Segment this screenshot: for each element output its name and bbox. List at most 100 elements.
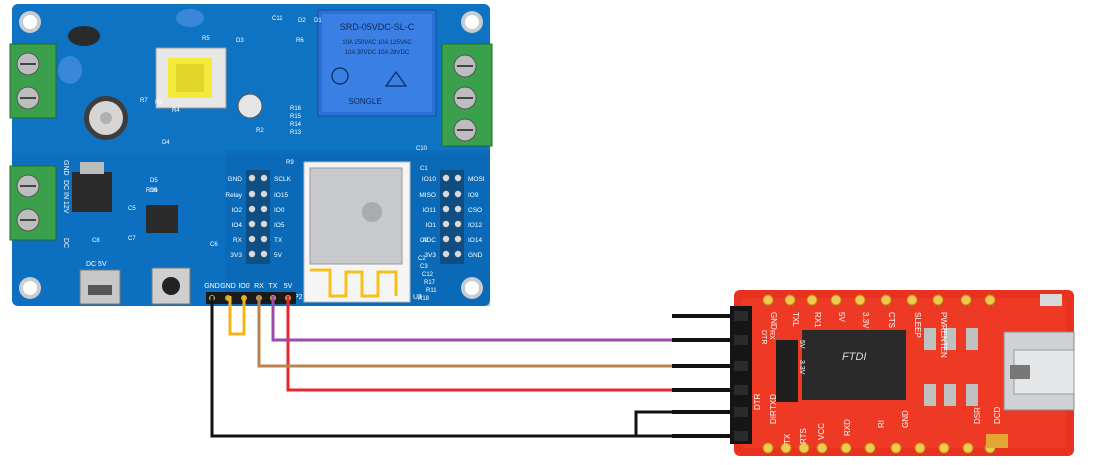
esp-right-pin-label: IO1 [426,222,437,229]
screw-terminal-relay-output [441,43,493,147]
header-pin [260,174,268,182]
relay-rating-2: 10A 30VDC 10A 28VDC [345,50,410,56]
esp-right-pin-label: IO12 [468,222,482,229]
header-pin [248,190,256,198]
component-ref: C9 [420,238,428,244]
component-ref: R13 [290,130,302,136]
ftdi-bottom-label: GND [901,410,910,428]
esp-bottom-pin-label: 5V [284,283,293,290]
ftdi-bottom-label: VCC [817,423,826,440]
ftdi-header-pin [734,385,748,395]
ftdi-pad [984,294,996,306]
relay-model: SRD-05VDC-SL-C [340,22,415,32]
component-ref: R15 [290,114,302,120]
ftdi-header-pins [730,306,752,444]
ftdi-pad [806,294,818,306]
ftdi-bottom-label: DTR [753,393,762,410]
ftdi-header-pin [734,311,748,321]
ftdi-pad [854,294,866,306]
relay-brand: SONGLE [348,97,381,106]
component-ref: D3 [236,38,244,44]
esp-right-pin-label: 3V3 [424,252,436,259]
ftdi-pad [864,442,876,454]
component-ref: D2 [298,18,306,24]
label-gnd-side: GND [62,160,69,176]
header-pin [248,250,256,258]
esp-left-pin-label: IO4 [232,222,243,229]
ftdi-bottom-label: RTS [799,428,808,444]
micro-usb-port [79,269,121,305]
ftdi-pad [784,294,796,306]
wire-5v [286,296,730,392]
ftdi-pad [840,442,852,454]
ftdi-top-label: TXL [791,312,800,327]
component-ref: C10 [416,146,428,152]
ftdi-top-label: RX1 [813,312,822,328]
esp-right-pin-label: MOSI [468,176,485,183]
esp-left-pin-label: 3V3 [230,252,242,259]
component-ref: R4 [172,108,180,114]
ftdi-pad [816,442,828,454]
wire-rx [257,296,730,368]
ftdi-top-label: 5V [837,312,846,322]
component-ref: R9 [286,160,294,166]
component-ref: R11 [426,288,437,294]
ftdi-header-pin [734,407,748,417]
esp-left-pin-label: Relay [225,192,242,199]
header-pin [248,220,256,228]
ftdi-pad [932,294,944,306]
header-pin [442,235,450,243]
esp-module [303,161,411,303]
ftdi-pad [960,294,972,306]
esp-left-pin-label: IO2 [232,207,243,214]
esp-mid-pin-label: SCLK [274,176,292,183]
esp-right-pin-label: IO9 [468,192,479,199]
esp-bottom-pin-label: GND [204,283,220,290]
esp-bottom-pin-label: GND [220,283,236,290]
screw-terminal-dc-in [9,165,57,241]
component-ref: C8 [92,238,100,244]
header-pin [454,205,462,213]
ftdi-top-pads [762,294,996,306]
label-dc: DC [62,238,69,248]
esp-mid-pin-label: TX [274,237,283,244]
header-pin [260,205,268,213]
mounting-holes [19,11,483,299]
esp-right-pin-label: CSO [468,207,482,214]
esp-right-pin-label: IO14 [468,237,482,244]
ftdi-bottom-label: TXD [769,394,778,410]
wire-io0-gnd-jumper [228,296,246,336]
ftdi-pad [880,294,892,306]
header-pin [442,250,450,258]
header-right [440,170,464,264]
esp-bottom-pin-label: TX [269,283,278,290]
header-pin [454,235,462,243]
label-dc5v: DC 5V [86,261,107,268]
component-ref: R14 [290,122,302,128]
label-dc-in: DC IN 12V [62,180,69,214]
component-ref: R18 [418,296,430,302]
ftdi-bottom-label: DIR [769,410,778,424]
ftdi-header-pin [734,431,748,441]
component-ref: C1 [420,166,428,172]
ftdi-pad [762,294,774,306]
header-pin [260,190,268,198]
header-pin [260,250,268,258]
component-ref: C11 [272,16,283,22]
ftdi-bottom-label: DCD [993,406,1002,424]
label-u3: U3 [413,294,422,301]
header-pin [248,174,256,182]
label-p2: P2 [294,294,303,301]
component-ref: R17 [424,280,436,286]
ftdi-smd-parts [924,294,1062,448]
esp-left-pin-label: RX [233,237,243,244]
ftdi-top-label: PWRENTEN [939,312,948,358]
relay: SRD-05VDC-SL-C 10A 250VAC 10A 125VAC 10A… [317,9,437,117]
esp-right-pin-label: ADC [422,237,436,244]
component-ref: C2 [418,256,426,262]
header-pin [248,205,256,213]
